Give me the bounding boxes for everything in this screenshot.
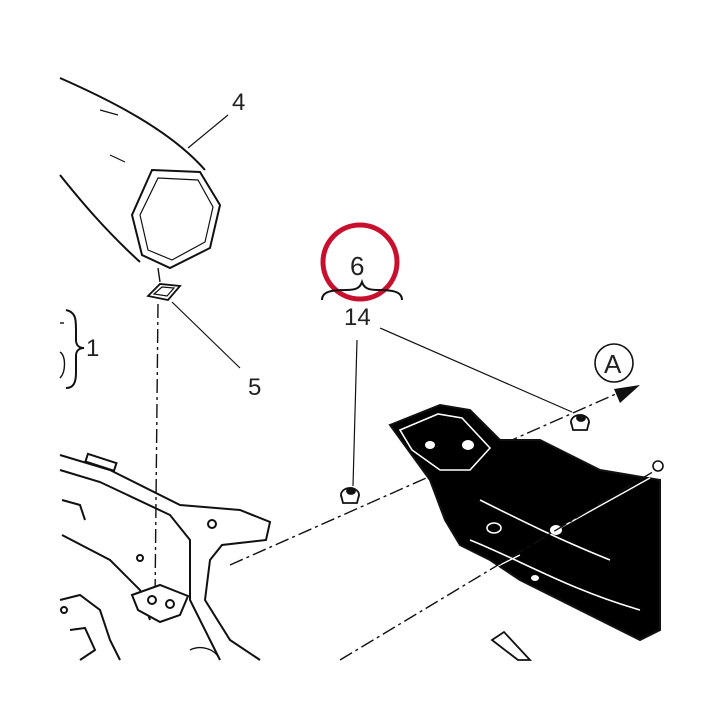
brace-6 (321, 278, 403, 301)
bottom-plate (490, 630, 533, 661)
callout-14: 14 (344, 304, 371, 331)
alignment-line-5 (154, 303, 159, 601)
circled-letter-icon (594, 343, 634, 383)
grommet-right (570, 414, 590, 431)
callout-5: 5 (248, 374, 261, 401)
leader-14-a (352, 339, 358, 487)
body-panel (388, 403, 664, 642)
part-4-cover (59, 77, 222, 270)
leader-14-b (379, 327, 573, 413)
callout-1: 1 (86, 335, 99, 362)
alignment-line-a (229, 392, 619, 566)
leader-5 (171, 301, 241, 369)
arrow-right-icon (614, 385, 640, 403)
callout-4: 4 (232, 89, 245, 116)
part-5-clip (146, 267, 182, 301)
leader-4 (187, 114, 229, 149)
highlight-circle-6 (320, 222, 400, 302)
grommet-left (340, 487, 360, 504)
view-label-a: A (604, 349, 622, 379)
callout-6: 6 (350, 251, 364, 281)
frame-assembly (59, 452, 272, 661)
part-1-bracket (59, 309, 85, 389)
alignment-line-b (339, 469, 657, 661)
